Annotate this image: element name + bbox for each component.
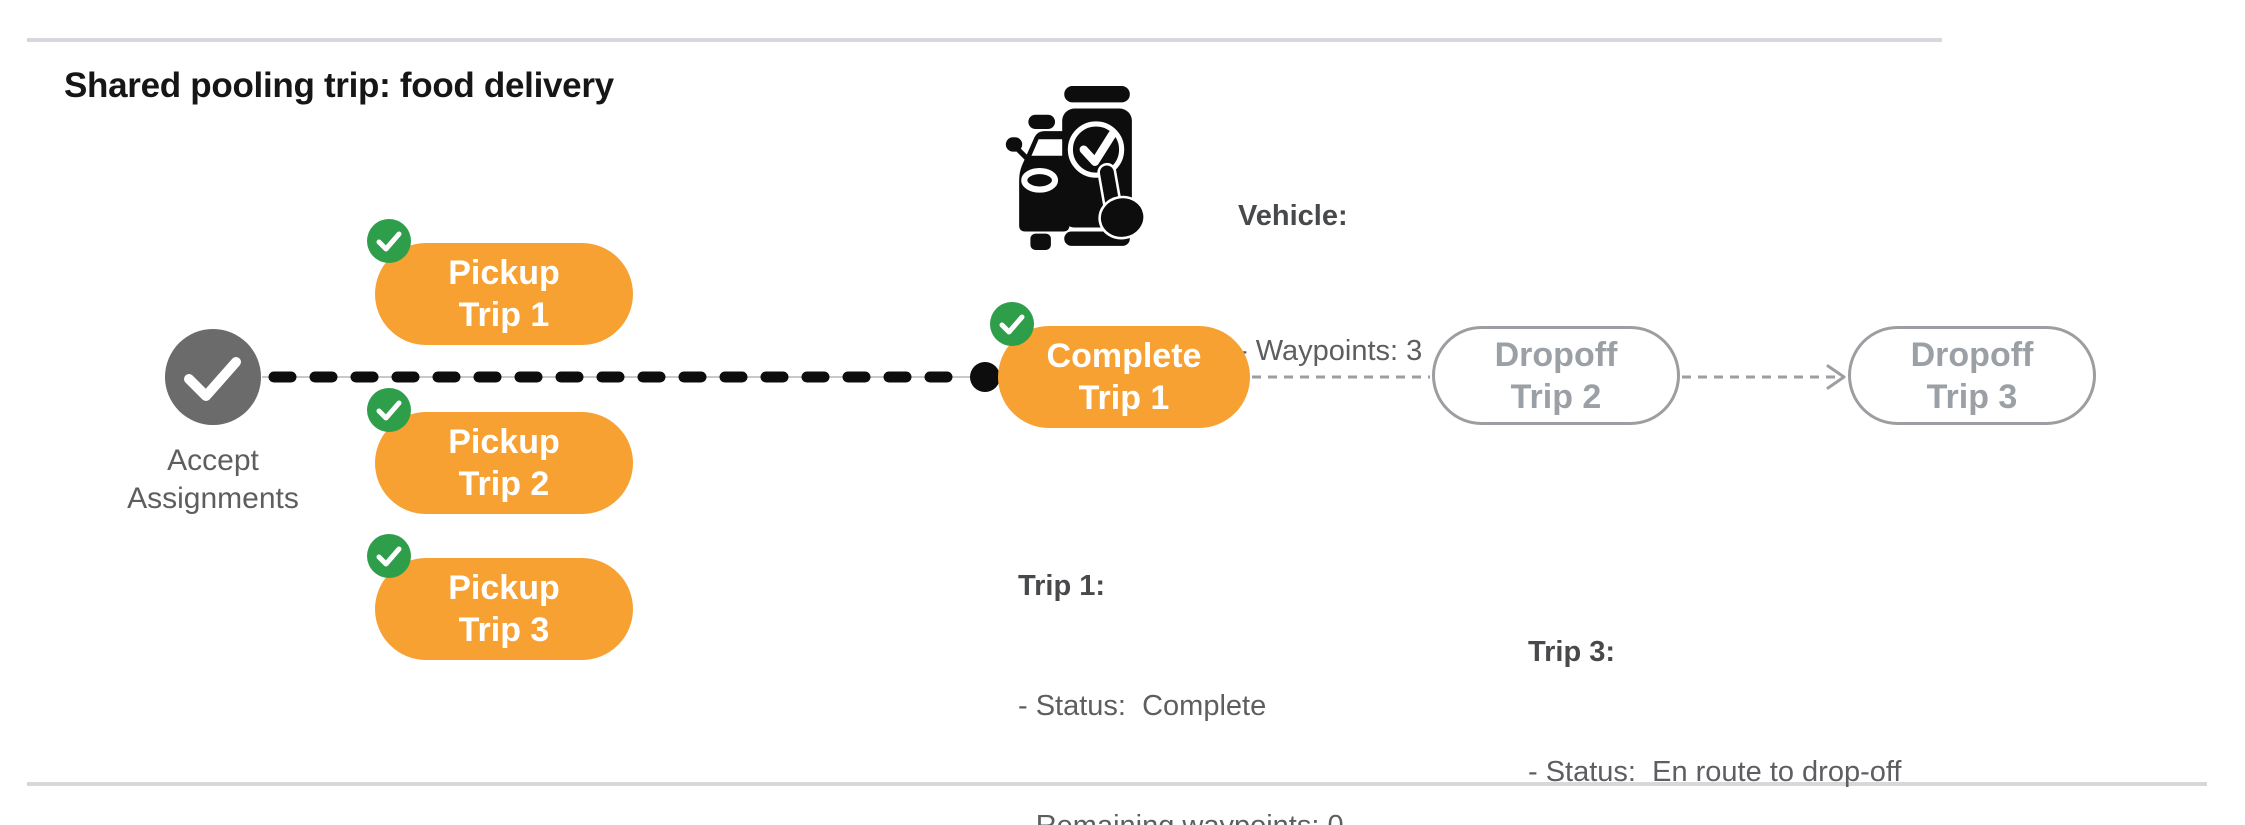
trip-3-heading: Trip 3:: [1528, 636, 1616, 668]
pill-label-line1: Pickup: [448, 423, 560, 461]
pill-label-line1: Dropoff: [1494, 335, 1618, 374]
pill-label-line2: Trip 2: [458, 465, 550, 503]
node-dropoff-trip-3: Dropoff Trip 3: [1848, 326, 2096, 425]
pill-label-line1: Dropoff: [1910, 335, 2034, 374]
check-badge-icon: [367, 219, 411, 263]
accept-label-line1: Accept: [167, 444, 259, 477]
pill-label-line2: Trip 1: [458, 296, 550, 334]
trip-status-block-1: Trip 1: - Status: Complete - Remaining w…: [1018, 486, 1391, 825]
vehicle-phone-check-icon: [1005, 86, 1146, 250]
trip-1-remaining: - Remaining waypoints: 0: [1018, 806, 1391, 825]
check-badge-icon: [367, 534, 411, 578]
trip-1-status: - Status: Complete: [1018, 690, 1267, 722]
node-dropoff-trip-2: Dropoff Trip 2: [1432, 326, 1680, 425]
trip-3-status: - Status: En route to drop-off: [1528, 756, 1902, 788]
top-divider: [27, 38, 1942, 42]
node-pickup-trip-2: Pickup Trip 2: [367, 388, 633, 514]
vehicle-label: Vehicle:: [1238, 200, 1348, 232]
accept-assignments-check-icon: [165, 329, 261, 425]
trip-status-block-2: Trip 3: - Status: En route to drop-off -…: [1528, 552, 1901, 825]
accept-label-line2: Assignments: [127, 482, 299, 515]
vehicle-info: Vehicle: - Waypoints: 3: [1238, 104, 1422, 464]
node-complete-trip-1: Complete Trip 1: [990, 302, 1250, 428]
pill-label-line1: Pickup: [448, 254, 560, 292]
pill-label-line2: Trip 3: [1926, 377, 2018, 416]
page-title: Shared pooling trip: food delivery: [64, 66, 614, 105]
check-badge-icon: [367, 388, 411, 432]
pill-label-line1: Pickup: [448, 569, 560, 607]
trip-1-heading: Trip 1:: [1018, 570, 1106, 602]
node-pickup-trip-3: Pickup Trip 3: [367, 534, 633, 660]
pill-label-line2: Trip 2: [1510, 377, 1602, 416]
check-badge-icon: [990, 302, 1034, 346]
accept-assignments-label: Accept Assignments: [83, 442, 343, 518]
pill-label-line1: Complete: [1046, 337, 1202, 375]
node-pickup-trip-1: Pickup Trip 1: [367, 219, 633, 345]
pill-label-line2: Trip 1: [1078, 379, 1170, 417]
pill-label-line2: Trip 3: [458, 611, 550, 649]
bottom-divider: [27, 782, 2207, 786]
